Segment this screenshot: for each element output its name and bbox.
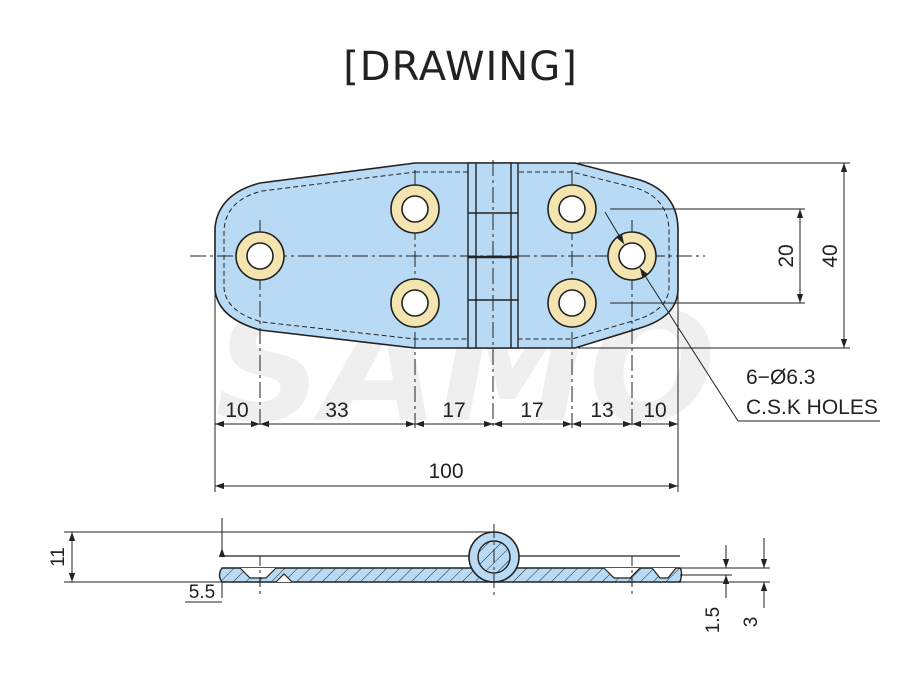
hole-leader xyxy=(604,211,880,422)
side-view-dims xyxy=(64,518,770,608)
holes-type-label: C.S.K HOLES xyxy=(746,396,878,419)
csk-hole xyxy=(607,231,657,281)
dim-3: 3 xyxy=(741,617,762,628)
dim-17a: 17 xyxy=(442,399,465,422)
dim-17b: 17 xyxy=(520,399,543,422)
drawing-title: [DRAWING] xyxy=(343,44,578,90)
plate-inner-dashed xyxy=(223,171,670,340)
dim-20: 20 xyxy=(775,244,798,267)
side-view xyxy=(218,524,683,596)
extension-lines xyxy=(214,162,850,492)
holes-count-label: 6−Ø6.3 xyxy=(746,366,815,389)
csk-hole xyxy=(390,278,440,328)
dim-11: 11 xyxy=(48,547,69,567)
dim-10-right: 10 xyxy=(643,399,666,422)
dimension-chain xyxy=(215,163,848,490)
dim-100: 100 xyxy=(428,460,463,483)
dim-1-5: 1.5 xyxy=(703,607,724,633)
dim-10-left: 10 xyxy=(225,399,248,422)
csk-hole xyxy=(235,231,285,281)
dim-13: 13 xyxy=(590,399,613,422)
csk-hole xyxy=(390,184,440,234)
dim-33: 33 xyxy=(325,399,348,422)
dim-5-5: 5.5 xyxy=(189,582,215,603)
csk-hole xyxy=(547,184,597,234)
csk-hole xyxy=(547,278,597,328)
dim-40: 40 xyxy=(819,244,842,267)
